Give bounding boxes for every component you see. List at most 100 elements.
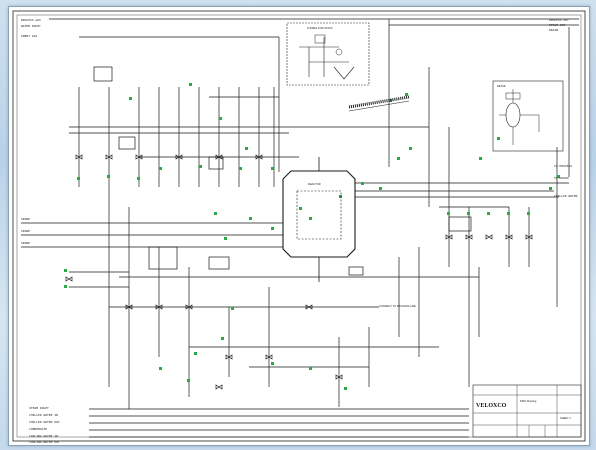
green-tag [271,227,274,230]
green-tag [129,97,132,100]
top-right-label: DRAIN [549,28,558,32]
left-label: SPARE [21,217,30,221]
green-tag [159,167,162,170]
equipment-box [93,66,113,82]
left-label: SPARE [21,229,30,233]
equipment-box [118,136,136,150]
green-tag [221,337,224,340]
green-tag [189,83,192,86]
title-block: VELOXCO P&ID Drawing SHEET 1 [472,384,582,438]
green-tag [231,307,234,310]
green-tag [245,147,248,150]
green-tag [527,212,530,215]
inlet-label-list: STEAM INLET CHILLED WATER IN CHILLED WAT… [29,406,60,444]
green-tag [549,187,552,190]
green-tag [194,352,197,355]
valve-icon [75,154,83,160]
valve-icon [155,304,163,310]
green-tag [159,367,162,370]
green-tag [187,379,190,382]
right-label: TO DRAIN [554,176,569,180]
right-side-labels: TO PROCESS TO DRAIN CHILLED WATER [554,164,578,198]
green-tag [239,167,242,170]
top-left-label: PROCESS GAS [21,18,41,22]
top-right-label: PROCESS OUT [549,18,569,22]
top-right-label: STEAM OUT [549,23,565,27]
right-label: CHILLED WATER [554,194,578,198]
green-tag [397,157,400,160]
reactor-vessel: REACTOR [282,157,356,282]
green-tag [299,207,302,210]
left-label: SPARE [21,241,30,245]
valve-icon [135,154,143,160]
valve-icon [185,304,193,310]
valve-icon [265,354,273,360]
valve-icon [445,234,453,240]
green-tag [249,217,252,220]
green-tag [271,362,274,365]
green-tag [219,117,222,120]
green-tag [214,212,217,215]
valve-icon [225,354,233,360]
green-tag [137,177,140,180]
detail-label: DETAIL [497,84,506,88]
right-detail-box: DETAIL [492,80,564,152]
left-side-labels: SPARE SPARE SPARE [21,217,30,245]
green-tag [447,212,450,215]
inner-border [16,14,582,438]
equipment-box [448,216,472,232]
green-tag [344,387,347,390]
top-left-labels: PROCESS GAS WATER INLET INERT GAS [21,18,41,38]
valve-icon [465,234,473,240]
outer-border [12,10,586,442]
green-tag [487,212,490,215]
pipe-lines [21,18,579,438]
valve-icon [215,154,223,160]
valve-icon [105,154,113,160]
funnel-detail-box: FUNNEL FOR STACK [286,22,370,86]
green-tag [497,137,500,140]
green-tag [479,157,482,160]
green-tag [199,165,202,168]
valve-icon [215,384,223,390]
green-tag [271,167,274,170]
valve-icon [255,154,263,160]
green-tag [557,175,560,178]
green-tag [107,175,110,178]
equipment-box [348,266,364,276]
heat-exchanger [348,95,410,112]
note-text: CONNECT TO PROCESS LINE [379,304,416,308]
inlet-label: COOLING WATER IN [29,434,58,438]
green-tag [467,212,470,215]
valve-icon [175,154,183,160]
green-tag [309,367,312,370]
inlet-label: CHILLED WATER IN [29,413,58,417]
green-tag [77,177,80,180]
funnel-label: FUNNEL FOR STACK [307,26,333,30]
green-tag [224,237,227,240]
valve-icon [525,234,533,240]
green-tags [64,83,560,390]
green-tag [309,217,312,220]
green-tag [64,269,67,272]
green-tag [379,187,382,190]
top-right-labels: PROCESS OUT STEAM OUT DRAIN [549,18,569,32]
equipment-box [148,246,178,270]
inlet-label: STEAM INLET [29,406,49,410]
green-tag [64,285,67,288]
green-tag [339,195,342,198]
drawing-sheet: PROCESS GAS WATER INLET INERT GAS PROCES… [8,6,590,446]
valve-icon [305,304,313,310]
company-name: VELOXCO [476,403,507,409]
reactor-label: REACTOR [308,182,321,186]
valve-icon [335,374,343,380]
valve-icon [505,234,513,240]
drawing-title: P&ID Drawing [520,399,537,403]
inlet-label: CHILLED WATER OUT [29,420,60,424]
valve-icon [125,304,133,310]
inlet-label: CONDENSATE [29,427,47,431]
inlet-label: COOLING WATER OUT [29,440,60,444]
pid-diagram: PROCESS GAS WATER INLET INERT GAS PROCES… [12,10,586,444]
valve-icon [65,276,73,282]
top-left-label: INERT GAS [21,34,37,38]
